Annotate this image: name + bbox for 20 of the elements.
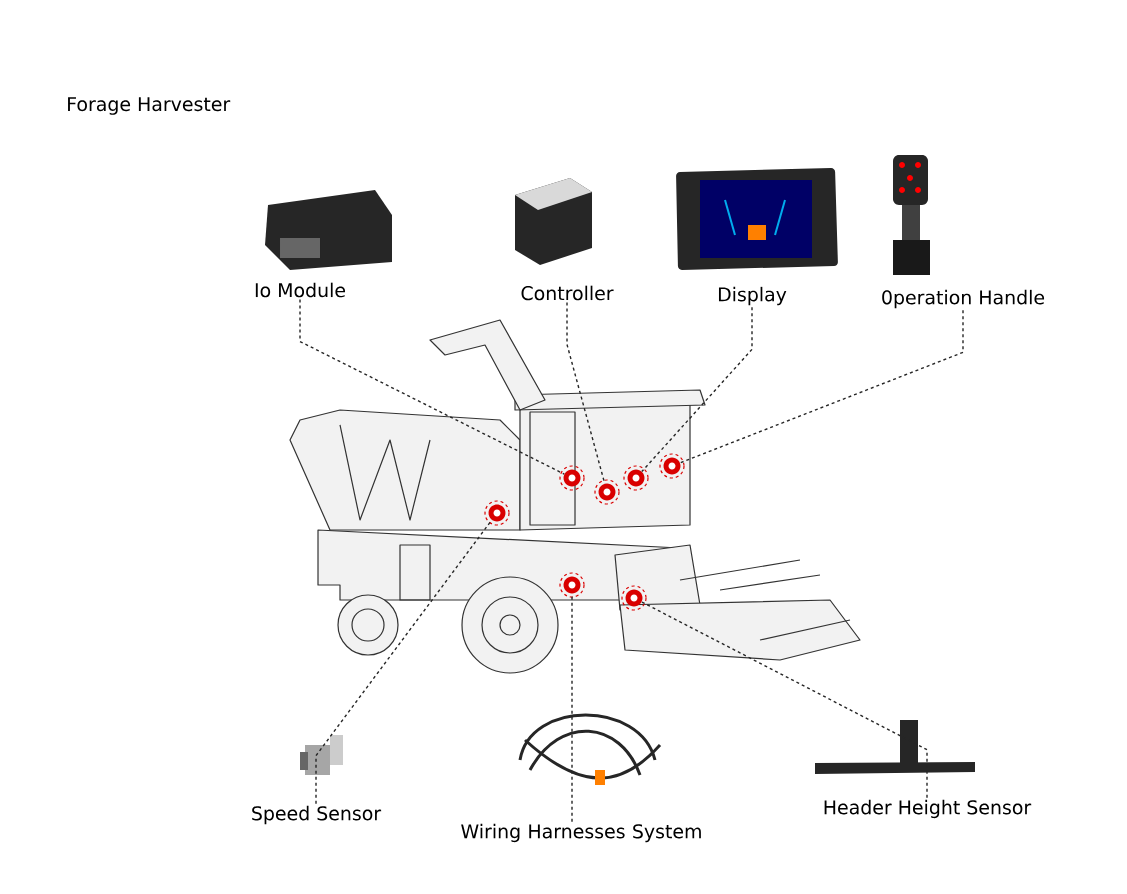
leader-line xyxy=(299,298,565,475)
sensor-point xyxy=(484,500,510,526)
sensor-point xyxy=(559,572,585,598)
sensor-point xyxy=(621,585,647,611)
part-label: Speed Sensor xyxy=(252,805,382,825)
sensor-point xyxy=(659,453,685,479)
sensor-point xyxy=(559,465,585,491)
part-label: Wiring Harnesses System xyxy=(461,823,701,843)
leader-line xyxy=(315,519,493,805)
part-label: Display xyxy=(719,286,787,306)
title: Forage Harvester xyxy=(68,97,231,115)
leader-line xyxy=(679,309,964,464)
sensor-point xyxy=(623,465,649,491)
part-label: Io Module xyxy=(255,282,345,298)
part-label: Controller xyxy=(521,285,614,301)
part-label: 0peration Handle xyxy=(882,289,1045,309)
leader-line xyxy=(641,306,753,473)
part-label: Header Height Sensor xyxy=(824,799,1032,819)
sensor-point xyxy=(594,479,620,505)
leader-line xyxy=(641,601,928,799)
